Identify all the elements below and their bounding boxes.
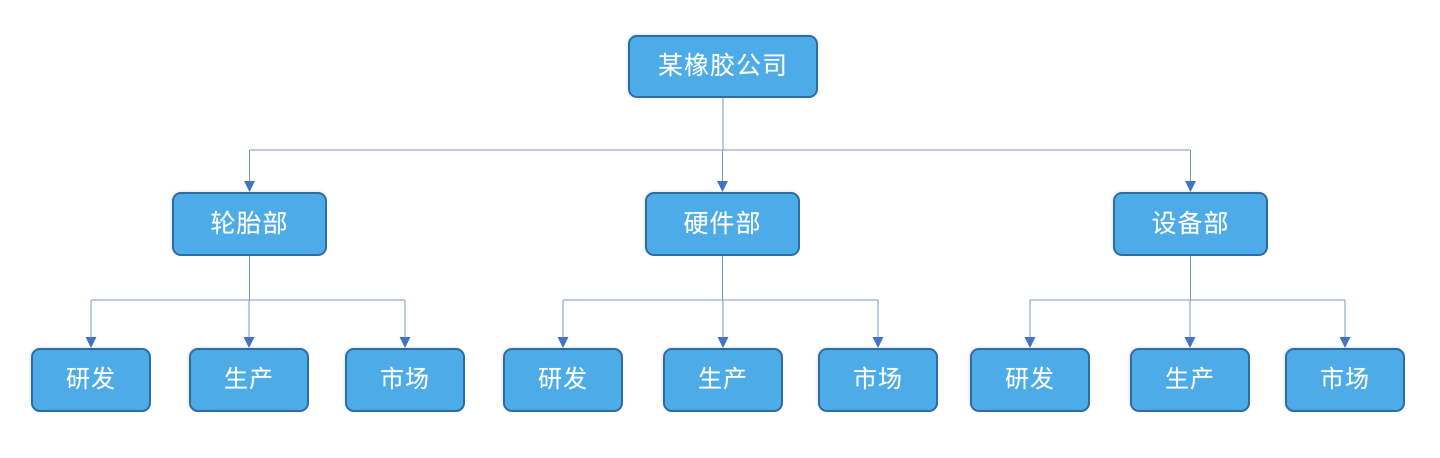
node-equipment-rd-label: 研发 (1005, 366, 1055, 393)
node-dept-hardware[interactable]: 硬件部 (645, 192, 800, 256)
node-dept-tire-label: 轮胎部 (210, 209, 289, 238)
node-equipment-production[interactable]: 生产 (1130, 348, 1250, 412)
node-hardware-rd[interactable]: 研发 (503, 348, 623, 412)
node-tire-rd-label: 研发 (66, 366, 116, 393)
node-hardware-rd-label: 研发 (538, 366, 588, 393)
node-tire-market-label: 市场 (380, 366, 430, 393)
node-equipment-production-label: 生产 (1165, 366, 1215, 393)
node-root[interactable]: 某橡胶公司 (628, 35, 818, 98)
node-dept-equipment-label: 设备部 (1151, 209, 1230, 238)
node-tire-production-label: 生产 (224, 366, 274, 393)
node-hardware-production[interactable]: 生产 (663, 348, 783, 412)
node-tire-market[interactable]: 市场 (345, 348, 465, 412)
node-dept-equipment[interactable]: 设备部 (1113, 192, 1268, 256)
node-root-label: 某橡胶公司 (657, 52, 788, 80)
node-dept-hardware-label: 硬件部 (683, 209, 762, 238)
node-equipment-market[interactable]: 市场 (1285, 348, 1405, 412)
node-equipment-rd[interactable]: 研发 (970, 348, 1090, 412)
node-equipment-market-label: 市场 (1320, 366, 1370, 393)
node-hardware-market-label: 市场 (853, 366, 903, 393)
node-tire-production[interactable]: 生产 (189, 348, 309, 412)
node-dept-tire[interactable]: 轮胎部 (172, 192, 327, 256)
node-hardware-production-label: 生产 (698, 366, 748, 393)
node-hardware-market[interactable]: 市场 (818, 348, 938, 412)
node-tire-rd[interactable]: 研发 (31, 348, 151, 412)
